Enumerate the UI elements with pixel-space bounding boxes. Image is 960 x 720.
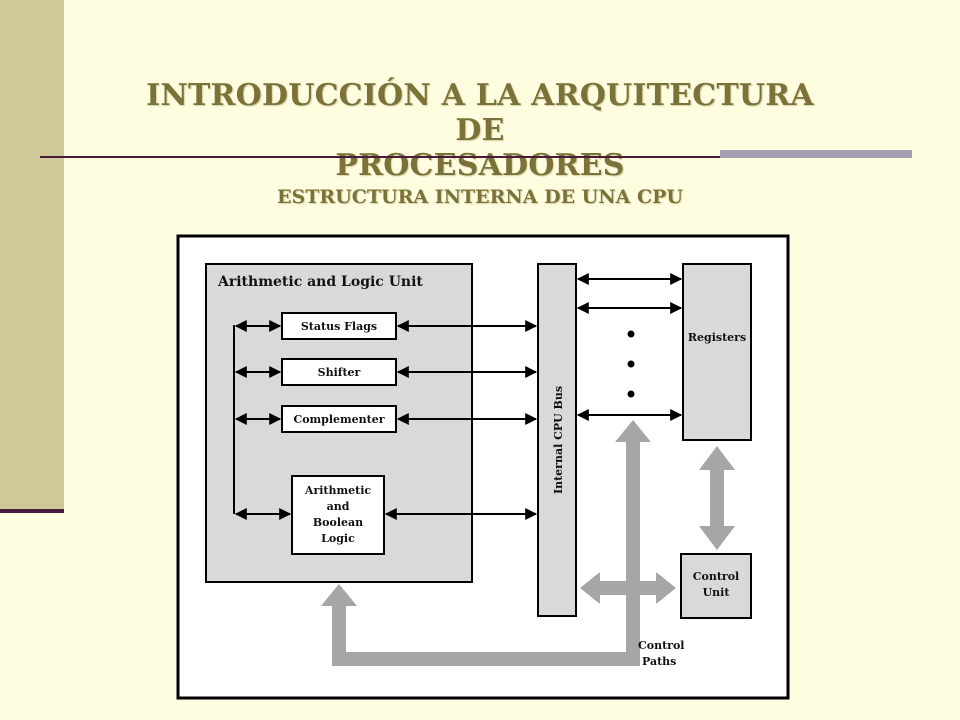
control-unit-line2: Unit bbox=[703, 586, 731, 599]
internal-cpu-bus-label: Internal CPU Bus bbox=[552, 386, 565, 494]
left-decorative-band bbox=[0, 0, 64, 510]
arith-line1: Arithmetic bbox=[304, 484, 371, 497]
slide-title: INTRODUCCIÓN A LA ARQUITECTURA DE PROCES… bbox=[120, 78, 840, 183]
complementer-label: Complementer bbox=[293, 413, 384, 426]
control-paths-line1: Control bbox=[638, 639, 684, 652]
control-unit-line1: Control bbox=[693, 570, 739, 583]
arith-line3: Boolean bbox=[313, 516, 363, 529]
arith-line2: and bbox=[327, 500, 350, 513]
title-divider bbox=[40, 156, 912, 158]
ellipsis-dot-1 bbox=[627, 330, 635, 338]
slide-title-line2: PROCESADORES bbox=[335, 148, 625, 183]
shifter-box bbox=[281, 358, 397, 386]
slide-title-line1: INTRODUCCIÓN A LA ARQUITECTURA DE bbox=[146, 78, 814, 148]
control-paths bbox=[321, 420, 735, 666]
ellipsis-dot-3 bbox=[627, 390, 635, 398]
internal-cpu-bus bbox=[537, 263, 577, 617]
slide-subtitle: ESTRUCTURA INTERNA DE UNA CPU bbox=[277, 186, 683, 208]
arithmetic-logic-box bbox=[291, 475, 385, 555]
status-flags-box bbox=[281, 312, 397, 340]
status-flags-label: Status Flags bbox=[301, 320, 377, 333]
arith-line4: Logic bbox=[321, 532, 355, 545]
registers-box bbox=[682, 263, 752, 441]
registers-label: Registers bbox=[688, 331, 746, 344]
complementer-box bbox=[281, 405, 397, 433]
control-paths-line2: Paths bbox=[642, 655, 676, 668]
ellipsis-dot-2 bbox=[627, 360, 635, 368]
left-band-underline bbox=[0, 509, 64, 513]
shifter-label: Shifter bbox=[318, 366, 361, 379]
cpu-structure-diagram: Arithmetic and Logic Unit Status Flags S… bbox=[176, 234, 790, 700]
title-divider-accent bbox=[720, 150, 912, 158]
alu-label: Arithmetic and Logic Unit bbox=[217, 274, 423, 290]
control-unit-box bbox=[680, 553, 752, 619]
